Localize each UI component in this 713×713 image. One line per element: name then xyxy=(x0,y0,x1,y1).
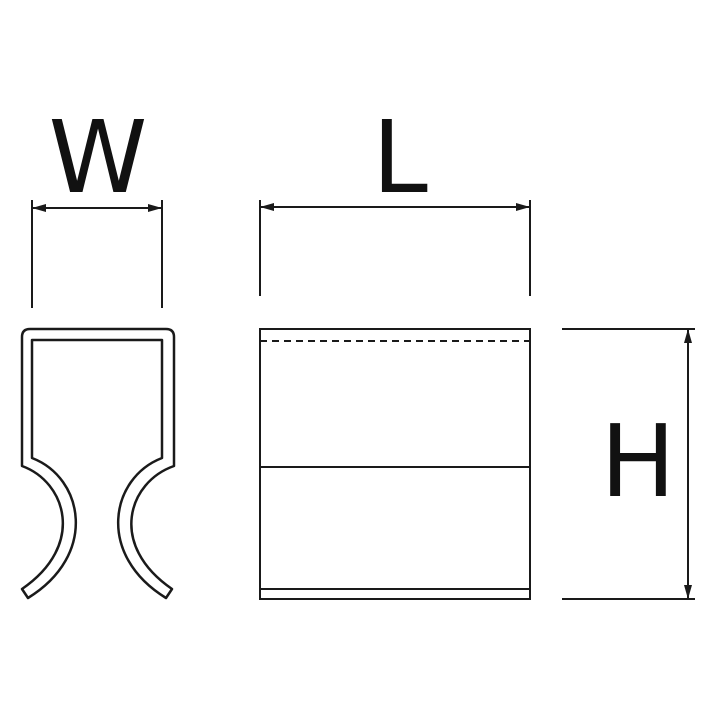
width-dimension xyxy=(31,200,163,308)
length-dimension xyxy=(259,200,531,296)
height-label: H xyxy=(600,403,675,520)
clip-front-view xyxy=(259,328,531,600)
width-label: W xyxy=(49,99,148,216)
clip-side-profile xyxy=(20,327,176,600)
front-view-outline xyxy=(259,328,531,600)
height-dimension xyxy=(562,328,695,600)
length-label: L xyxy=(372,99,428,216)
clip-outline xyxy=(20,327,176,600)
